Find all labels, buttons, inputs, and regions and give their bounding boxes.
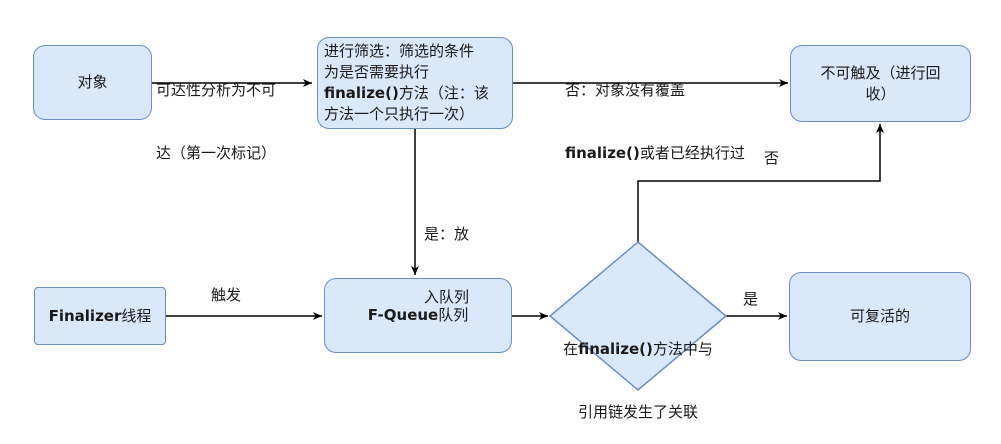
node-object-label: 对象 xyxy=(77,73,108,91)
node-fqueue-label: F-Queue队列 xyxy=(367,306,469,324)
edge-decision-to-not-reachable xyxy=(637,124,884,242)
node-not-reachable[interactable]: 不可触及（进行回 收） xyxy=(790,45,971,122)
node-fqueue[interactable]: F-Queue队列 xyxy=(324,278,512,353)
label-trigger: 触发 xyxy=(211,286,242,304)
decision-label: 在finalize()方法中与 引用链发生了关联 xyxy=(563,340,713,421)
label-yes: 是 xyxy=(743,290,759,308)
node-filter-label: 进行筛选：筛选的条件 为是否需要执行 finalize()方法（注：该 方法一个… xyxy=(324,42,489,123)
label-yes-queue: 是：放 入队列 xyxy=(424,225,470,306)
node-object[interactable]: 对象 xyxy=(33,45,152,120)
node-revivable-label: 可复活的 xyxy=(849,307,910,325)
node-filter[interactable]: 进行筛选：筛选的条件 为是否需要执行 finalize()方法（注：该 方法一个… xyxy=(317,37,513,129)
edges-layer xyxy=(152,79,884,391)
node-not-reachable-label: 不可触及（进行回 收） xyxy=(820,63,941,103)
label-reachability: 可达性分析为不可 达（第一次标记） xyxy=(156,81,277,162)
node-revivable[interactable]: 可复活的 xyxy=(789,272,971,361)
label-no-override: 否：对象没有覆盖 finalize()或者已经执行过 xyxy=(565,81,745,162)
label-no: 否 xyxy=(764,149,780,167)
node-finalizer-thread[interactable]: Finalizer线程 xyxy=(34,287,166,345)
node-finalizer-thread-label: Finalizer线程 xyxy=(48,306,152,325)
decision-diamond[interactable] xyxy=(548,241,728,391)
